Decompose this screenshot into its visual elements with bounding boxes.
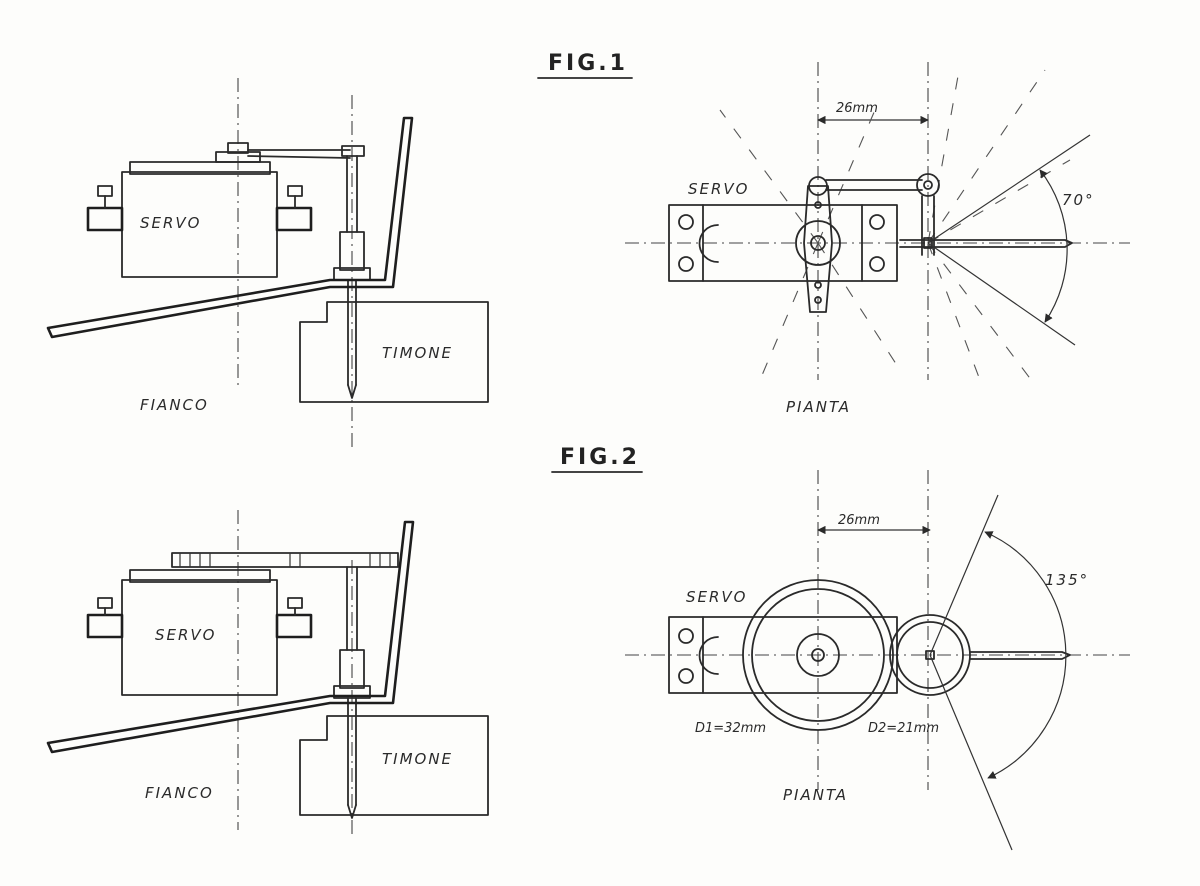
fig2-plan-view: 26mm 135° SERVO D1=32mm D2=21mm PIANTA	[625, 470, 1130, 851]
fig1-angle-arc	[1039, 169, 1068, 323]
fig1-side-tiller	[341, 145, 365, 157]
fig1-side-rudder	[299, 301, 489, 403]
fig2-d2-label: D2=21mm	[868, 721, 939, 736]
fig2-dimension-label: 26mm	[838, 513, 880, 528]
fig2-title-group: FIG.2	[551, 445, 643, 473]
fig2-side-caption: FIANCO	[145, 784, 214, 802]
fig2-title: FIG.2	[560, 445, 640, 470]
fig2-angle-label: 135°	[1045, 571, 1089, 589]
fig1-plan-rudder-blade	[899, 239, 1073, 248]
fig2-plan-caption: PIANTA	[783, 786, 848, 804]
fig2-swing-limit-upper	[929, 494, 999, 656]
fig1-side-caption: FIANCO	[140, 396, 209, 414]
fig2-side-lug-left	[86, 613, 124, 639]
fig2-plan-servo-label: SERVO	[686, 588, 748, 606]
fig2-side-servo-label: SERVO	[155, 626, 217, 644]
fig1-plan-servo-horn	[803, 185, 833, 313]
fig1-swing-limit-upper	[927, 134, 1091, 244]
fig1-side-servo-top	[129, 161, 271, 175]
fig2-plan-gear-d2	[889, 614, 971, 696]
fig1-side-horn-hub	[227, 142, 249, 154]
fig1-plan-view: 26mm	[625, 62, 1130, 416]
fig1-side-screw-left	[97, 185, 113, 197]
fig2-swing-limit-lower	[929, 654, 1013, 851]
fig1-side-lug-right	[275, 206, 313, 232]
fig2-side-hull	[46, 520, 415, 754]
fig1-angle-label: 70°	[1062, 191, 1095, 209]
fig2-plan-rudder-blade	[969, 651, 1071, 660]
fig1-plan-tiller-ring	[916, 173, 940, 197]
fig1-side-screw-right	[287, 185, 303, 197]
fig1-swing-rays	[719, 64, 1071, 386]
fig1-plan-servo-label: SERVO	[688, 180, 750, 198]
fig1-plan-screw	[678, 214, 694, 230]
fig1-plan-servo-outline	[668, 204, 898, 282]
fig2-side-view: SERVO TIMONE FIANCO	[46, 510, 489, 835]
fig2-plan-gear-d1	[742, 579, 894, 731]
fig1-side-hull	[46, 116, 414, 339]
fig2-side-shaft-tube	[339, 649, 365, 689]
fig2-side-rudder	[299, 715, 489, 816]
fig1-side-shaft-tube	[339, 231, 365, 271]
fig1-swing-limit-lower	[927, 242, 1076, 346]
fig1-plan-caption: PIANTA	[786, 398, 851, 416]
fig1-side-rudder-label: TIMONE	[382, 344, 453, 362]
fig1-title-group: FIG.1	[537, 51, 633, 79]
fig1-side-view: SERVO TIMONE FIANCO	[46, 78, 489, 450]
fig2-d1-label: D1=32mm	[695, 721, 766, 736]
fig1-title: FIG.1	[548, 51, 628, 76]
fig2-side-gear	[171, 552, 399, 568]
fig1-dimension-label: 26mm	[836, 101, 878, 116]
fig2-angle-arc	[984, 531, 1067, 779]
fig1-side-servo-label: SERVO	[140, 214, 202, 232]
fig2-side-rudder-label: TIMONE	[382, 750, 453, 768]
fig1-side-lug-left	[86, 206, 124, 232]
fig2-side-lug-right	[275, 613, 313, 639]
fig1-plan-horn-hub	[795, 220, 841, 266]
